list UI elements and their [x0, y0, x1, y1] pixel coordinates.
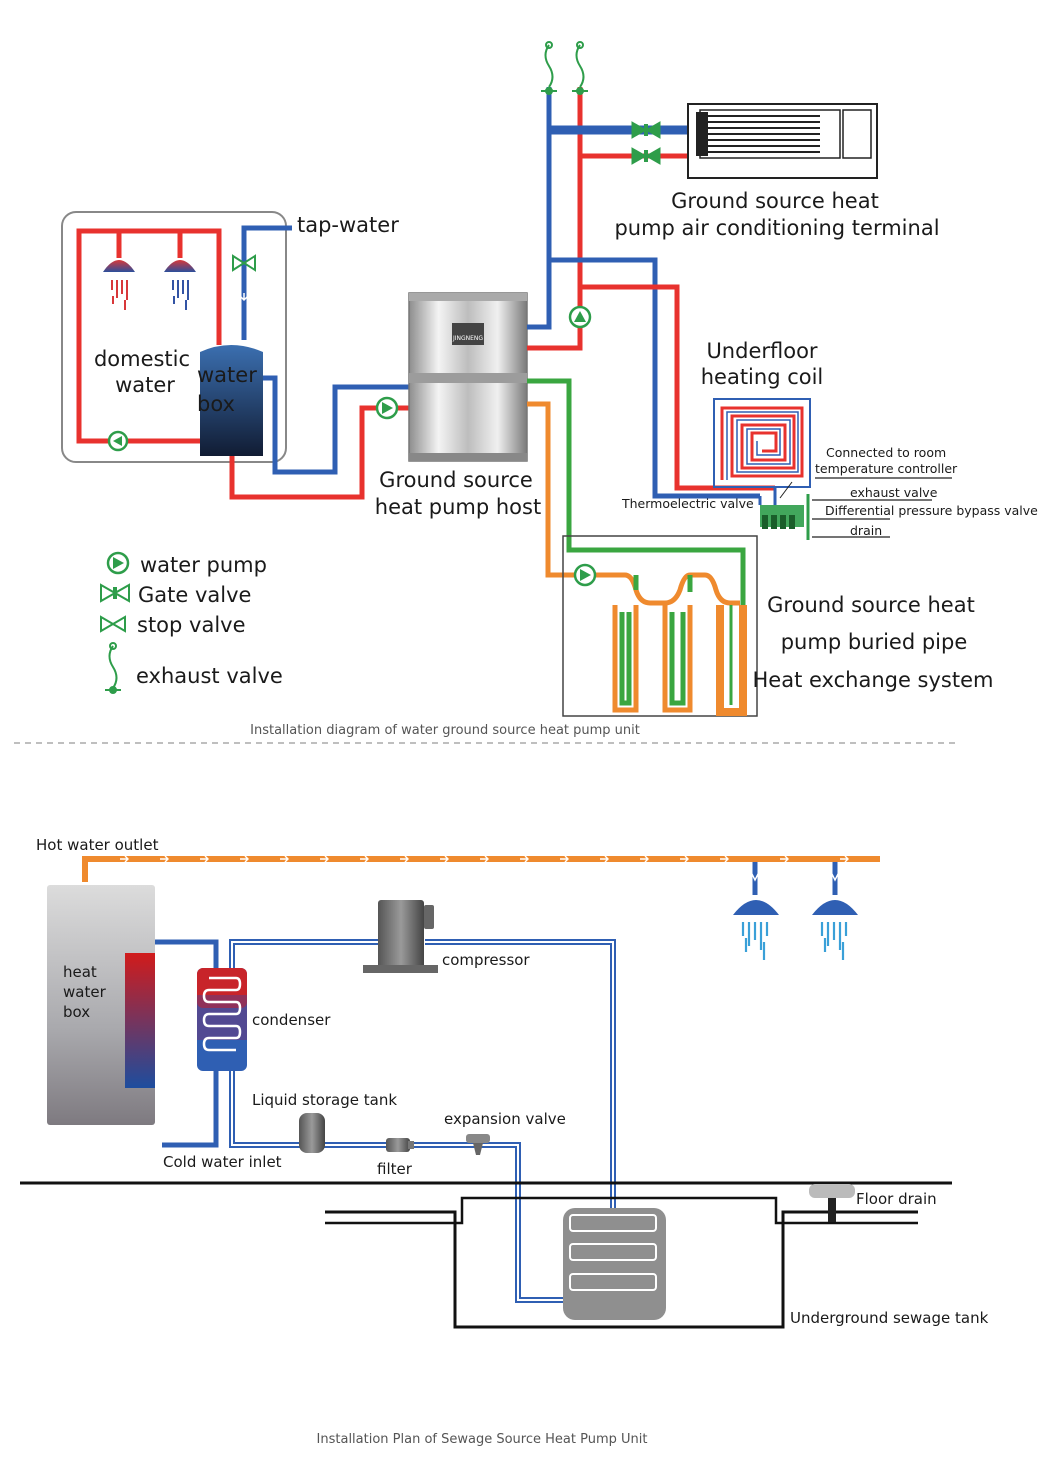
room-controller-label: Connected to room	[826, 445, 946, 460]
host-label: heat pump host	[375, 495, 541, 519]
shower-head-icon	[812, 862, 858, 960]
thermo-valve-label: Thermoelectric valve	[621, 496, 754, 511]
exhaust-valve-icon	[105, 642, 121, 694]
stop-valve-icon	[100, 615, 126, 633]
liquid-storage-tank	[299, 1113, 325, 1153]
host-brand: JINGNENG	[452, 335, 483, 342]
buried-label: pump buried pipe	[781, 630, 968, 654]
hot-water-outlet-label: Hot water outlet	[36, 836, 159, 854]
exhaust-valve-icon	[541, 41, 557, 95]
flow-arrow	[240, 293, 248, 302]
floor-drain-label: Floor drain	[856, 1190, 937, 1208]
underfloor-coil	[713, 398, 811, 488]
buried-label: Heat exchange system	[753, 668, 994, 692]
water-pump-icon	[568, 305, 592, 329]
heat-water-box-label: box	[63, 1003, 90, 1021]
water-pump-icon	[106, 551, 130, 575]
domestic-water-label: domestic	[94, 347, 190, 371]
stop-valve-icon	[232, 254, 256, 272]
condenser-label: condenser	[252, 1011, 331, 1029]
terminal-label: pump air conditioning terminal	[614, 216, 939, 240]
refrigerant-loop	[229, 939, 616, 1303]
exhaust-valve-icon	[572, 41, 588, 95]
terminal-label: Ground source heat	[671, 189, 879, 213]
exhaust-valve-label: exhaust valve	[850, 485, 938, 500]
filter-label: filter	[377, 1160, 413, 1178]
heat-water-box-label: heat	[63, 963, 97, 981]
legend-water-pump: water pump	[140, 553, 267, 577]
expansion-valve-label: expansion valve	[444, 1110, 566, 1128]
legend-stop-valve: stop valve	[137, 613, 246, 637]
water-box-label: water	[197, 363, 257, 387]
heat-pump-host: JINGNENG	[408, 292, 528, 462]
host-label: Ground source	[379, 468, 533, 492]
evaporator	[563, 1208, 666, 1320]
expansion-valve	[466, 1134, 490, 1155]
water-box-tank	[200, 345, 263, 456]
manifold	[758, 481, 810, 540]
manifold-leader-lines	[812, 477, 952, 538]
domestic-water-label: water	[115, 373, 175, 397]
tap-water-line	[241, 225, 410, 475]
bypass-valve-label: Differential pressure bypass valve	[825, 503, 1038, 518]
shower-head-icon	[733, 862, 779, 960]
gate-valve-icon	[631, 121, 661, 139]
floor-drain	[809, 1184, 855, 1222]
ac-terminal-unit	[687, 103, 878, 179]
shower-head-icon	[103, 260, 135, 310]
gate-valve-icon	[100, 583, 130, 603]
water-pump-icon	[573, 563, 597, 587]
compressor-label: compressor	[442, 951, 530, 969]
terminal-supply-pipes	[527, 87, 775, 499]
legend-gate-valve: Gate valve	[138, 583, 251, 607]
buried-pipe-enclosure	[562, 535, 758, 717]
filter	[386, 1138, 414, 1152]
compressor	[363, 900, 438, 973]
hot-water-outlet-pipe	[82, 855, 880, 882]
legend: water pump Gate valve stop valve exhaust…	[100, 551, 283, 694]
cold-water-inlet-label: Cold water inlet	[163, 1153, 282, 1171]
water-pump-icon	[375, 396, 399, 420]
legend-exhaust-valve: exhaust valve	[136, 664, 283, 688]
domestic-water-enclosure	[61, 211, 287, 463]
top-caption: Installation diagram of water ground sou…	[250, 723, 640, 738]
room-controller-label: temperature controller	[815, 461, 958, 476]
drain-label: drain	[850, 523, 882, 538]
water-box-label: box	[197, 392, 235, 416]
tap-water-label: tap-water	[297, 213, 399, 237]
condenser	[197, 968, 247, 1071]
condenser-water-loop	[155, 939, 219, 1148]
liquid-tank-label: Liquid storage tank	[252, 1091, 397, 1109]
underfloor-label: Underfloor	[706, 339, 817, 363]
heat-water-box-label: water	[63, 983, 107, 1001]
bottom-caption: Installation Plan of Sewage Source Heat …	[317, 1432, 648, 1447]
underfloor-label: heating coil	[701, 365, 824, 389]
buried-label: Ground source heat	[767, 593, 975, 617]
gate-valve-icon	[631, 147, 661, 165]
sewage-tank-label: Underground sewage tank	[790, 1309, 989, 1327]
buried-pipes	[598, 572, 747, 716]
ground-level	[20, 1181, 952, 1329]
heat-water-box	[47, 885, 155, 1125]
water-pump-icon	[107, 430, 129, 452]
shower-head-icon	[164, 260, 196, 310]
